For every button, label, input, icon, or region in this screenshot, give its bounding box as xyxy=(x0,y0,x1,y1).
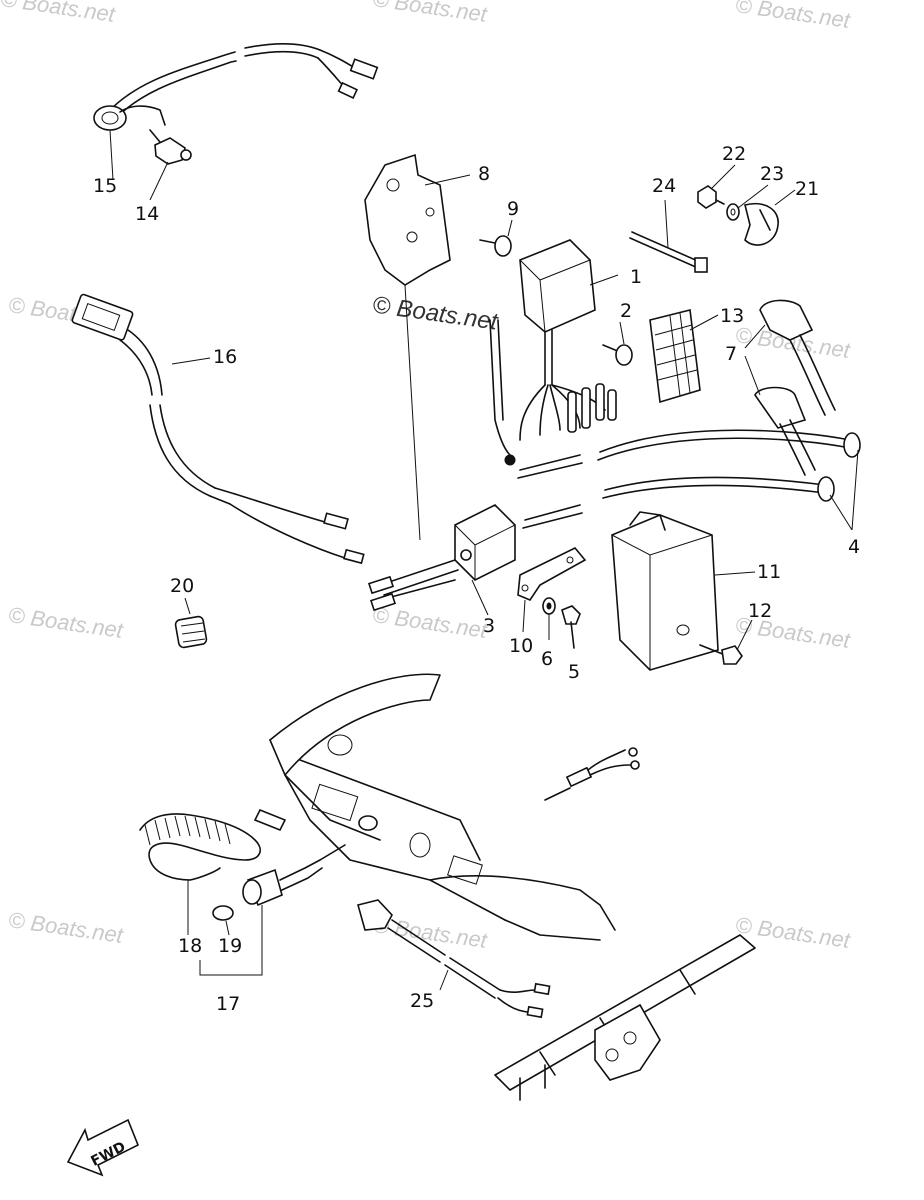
callout-19: 19 xyxy=(218,935,242,957)
ht-leads-4 xyxy=(517,429,861,531)
bracket-8 xyxy=(364,153,471,541)
washer-6 xyxy=(542,597,556,640)
callout-4: 4 xyxy=(848,536,860,558)
harness-15 xyxy=(93,42,379,131)
callout-13: 13 xyxy=(720,305,744,327)
callout-6: 6 xyxy=(541,648,553,670)
sleeve-20 xyxy=(174,597,208,649)
bolt-22 xyxy=(697,185,725,209)
callout-23: 23 xyxy=(760,163,784,185)
bracket-10 xyxy=(517,547,587,633)
callout-17: 17 xyxy=(216,993,240,1015)
cdi-unit-1 xyxy=(489,239,619,466)
sensor-25 xyxy=(357,899,551,1019)
sender-14 xyxy=(149,129,192,165)
bolt-2 xyxy=(602,344,633,366)
callout-16: 16 xyxy=(213,346,237,368)
swivel-bracket xyxy=(494,934,756,1101)
clamp-21 xyxy=(744,189,796,246)
callout-10: 10 xyxy=(509,635,533,657)
cowling xyxy=(269,673,616,941)
fwd-arrow-icon: FWD xyxy=(66,1118,140,1177)
cover-11 xyxy=(611,511,756,671)
stop-switch-17 xyxy=(199,844,346,976)
callout-15: 15 xyxy=(93,175,117,197)
callout-21: 21 xyxy=(795,178,819,200)
callout-18: 18 xyxy=(178,935,202,957)
callout-2: 2 xyxy=(620,300,632,322)
bolt-9 xyxy=(479,235,512,257)
callout-3: 3 xyxy=(483,615,495,637)
callout-25: 25 xyxy=(410,990,434,1012)
callout-22: 22 xyxy=(722,143,746,165)
clip-19 xyxy=(212,905,234,936)
cable-tie-24 xyxy=(629,199,708,273)
callout-1: 1 xyxy=(630,266,642,288)
bolt-5 xyxy=(561,605,581,649)
callout-12: 12 xyxy=(748,600,772,622)
ignition-coil-3 xyxy=(367,504,516,616)
callout-20: 20 xyxy=(170,575,194,597)
washer-23 xyxy=(726,203,740,221)
bolt-12 xyxy=(699,619,753,665)
callout-24: 24 xyxy=(652,175,676,197)
lanyard-18 xyxy=(139,808,287,935)
callout-11: 11 xyxy=(757,561,781,583)
cable-16 xyxy=(71,293,365,565)
plug-cap-7 xyxy=(744,299,836,476)
callout-5: 5 xyxy=(568,661,580,683)
callout-9: 9 xyxy=(507,198,519,220)
terminal-13 xyxy=(649,309,719,404)
callout-14: 14 xyxy=(135,203,159,225)
callout-7: 7 xyxy=(725,343,737,365)
callout-8: 8 xyxy=(478,163,490,185)
wiring-harness xyxy=(544,747,640,801)
